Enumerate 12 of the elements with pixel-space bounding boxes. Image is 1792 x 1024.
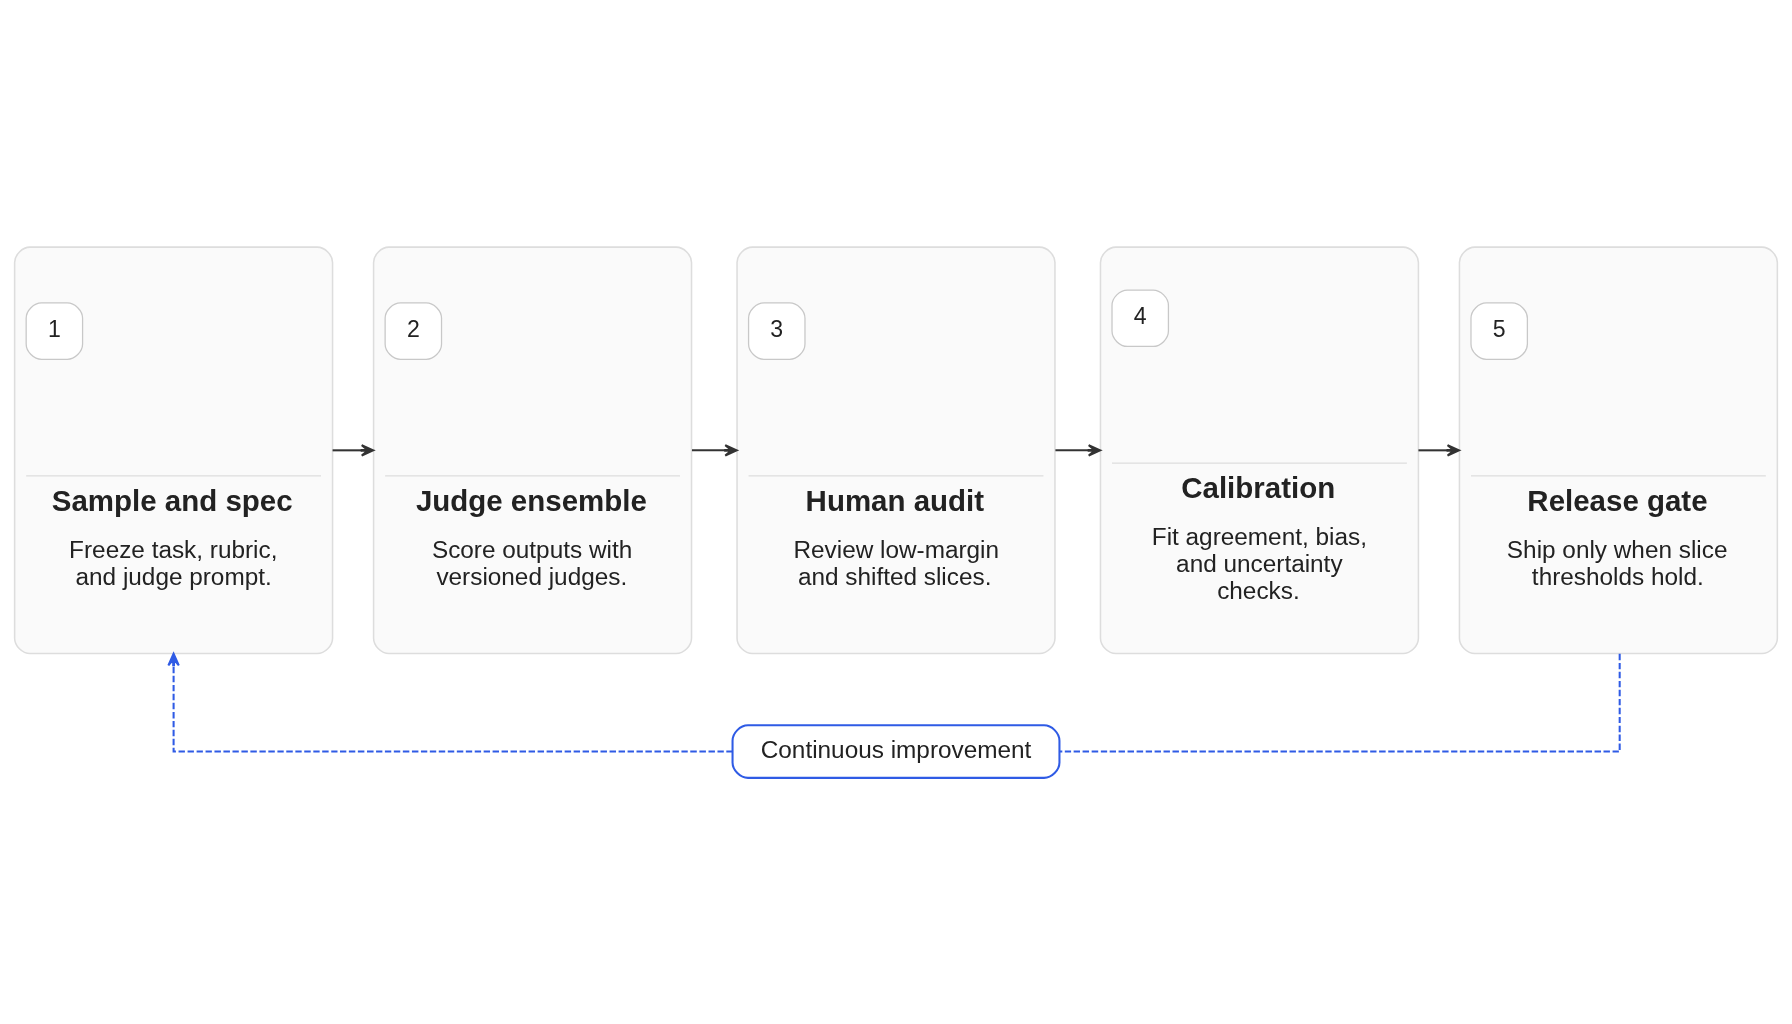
node-box: 1 Sample and spec Freeze task, rubric, and judge prompt. bbox=[13, 245, 334, 654]
node-box: 4 Calibration Fit agreement, bias, and uncertainty checks. bbox=[1099, 245, 1420, 654]
node-box: Continuous improvement bbox=[731, 723, 1061, 779]
connector bbox=[1059, 653, 1621, 753]
arrow bbox=[1055, 443, 1102, 457]
arrow bbox=[1418, 443, 1461, 457]
node-box: 2 Judge ensemble Score outputs with versioned judges. bbox=[372, 245, 693, 654]
arrow bbox=[332, 443, 375, 457]
node-box: 5 Release gate Ship only when slice thresholds hold. bbox=[1458, 245, 1779, 654]
arrow bbox=[167, 652, 733, 753]
node-box: 3 Human audit Review low-margin and shifted slices. bbox=[736, 245, 1056, 654]
arrow bbox=[691, 443, 738, 457]
